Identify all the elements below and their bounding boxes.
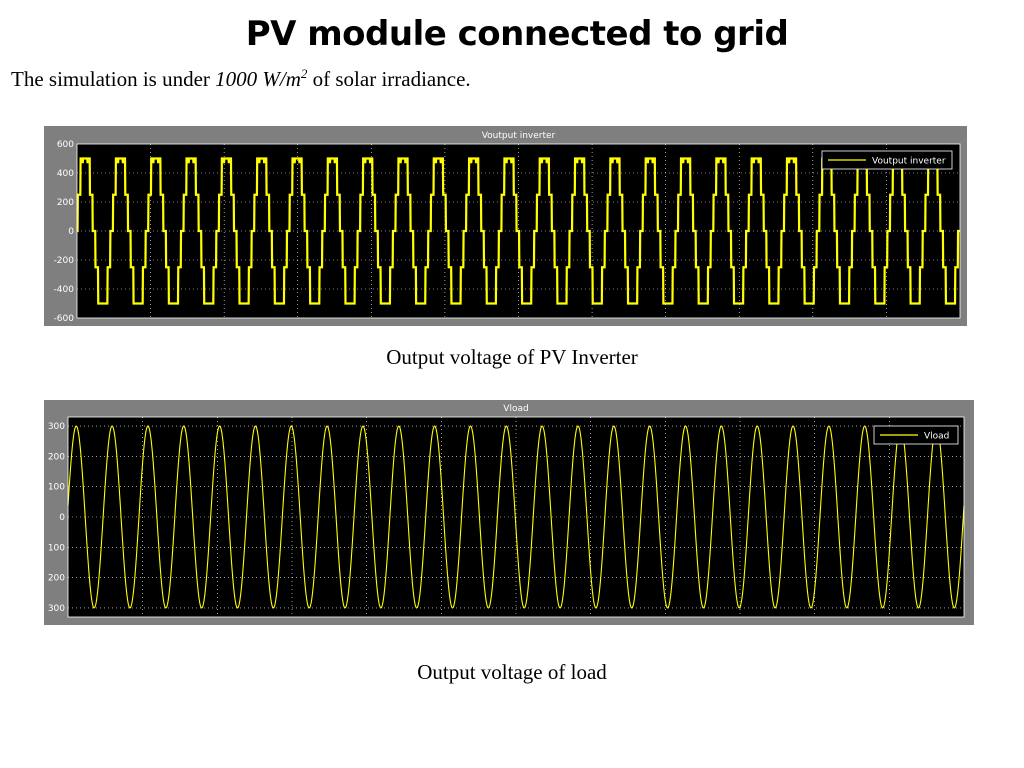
irradiance-exponent: 2 bbox=[300, 66, 308, 81]
slide-title: PV module connected to grid bbox=[245, 14, 789, 54]
legend-label: Vload bbox=[924, 432, 949, 442]
intro-suffix: of solar irradiance. bbox=[307, 67, 471, 91]
y-tick-label: 400 bbox=[57, 169, 74, 179]
irradiance-value: 1000 W/m2 bbox=[215, 66, 308, 91]
inverter-voltage-scope: Voutput inverter 600 400 200 0 -200 -400 -600 Vo… bbox=[44, 126, 967, 326]
y-tick-label: 600 bbox=[57, 140, 74, 150]
y-tick-label: 100 bbox=[48, 543, 65, 553]
y-tick-label: 200 bbox=[48, 452, 65, 462]
legend: Voutput inverter bbox=[821, 150, 953, 170]
y-tick-label: 0 bbox=[68, 227, 74, 237]
chart-title: Vload bbox=[503, 404, 528, 414]
y-tick-label: 200 bbox=[48, 574, 65, 584]
y-tick-label: -200 bbox=[54, 256, 75, 266]
legend-box bbox=[821, 150, 953, 170]
series-line-vload bbox=[67, 425, 965, 609]
legend-label: Voutput inverter bbox=[872, 157, 946, 167]
chart-title: Voutput inverter bbox=[482, 131, 556, 141]
y-tick-label: 200 bbox=[57, 198, 74, 208]
y-tick-label: 300 bbox=[48, 604, 65, 614]
legend: Vload bbox=[873, 425, 959, 445]
series-line-voutput-inverter bbox=[76, 157, 960, 305]
y-tick-label: 0 bbox=[59, 513, 65, 523]
y-tick-label: 100 bbox=[48, 483, 65, 493]
y-tick-label: 300 bbox=[48, 422, 65, 432]
inverter-voltage-chart: Voutput inverter 600 400 200 0 -200 -400 -600 Vo… bbox=[54, 131, 961, 324]
intro-text: The simulation is under 1000 W/m2 of sol… bbox=[11, 66, 471, 92]
inverter-chart-caption: Output voltage of PV Inverter bbox=[386, 345, 638, 369]
load-chart-caption: Output voltage of load bbox=[417, 660, 607, 684]
intro-prefix: The simulation is under bbox=[11, 67, 216, 91]
plot-border bbox=[67, 416, 965, 618]
y-tick-label: -600 bbox=[54, 314, 75, 324]
plot-border bbox=[76, 143, 961, 319]
y-tick-label: -400 bbox=[54, 285, 75, 295]
